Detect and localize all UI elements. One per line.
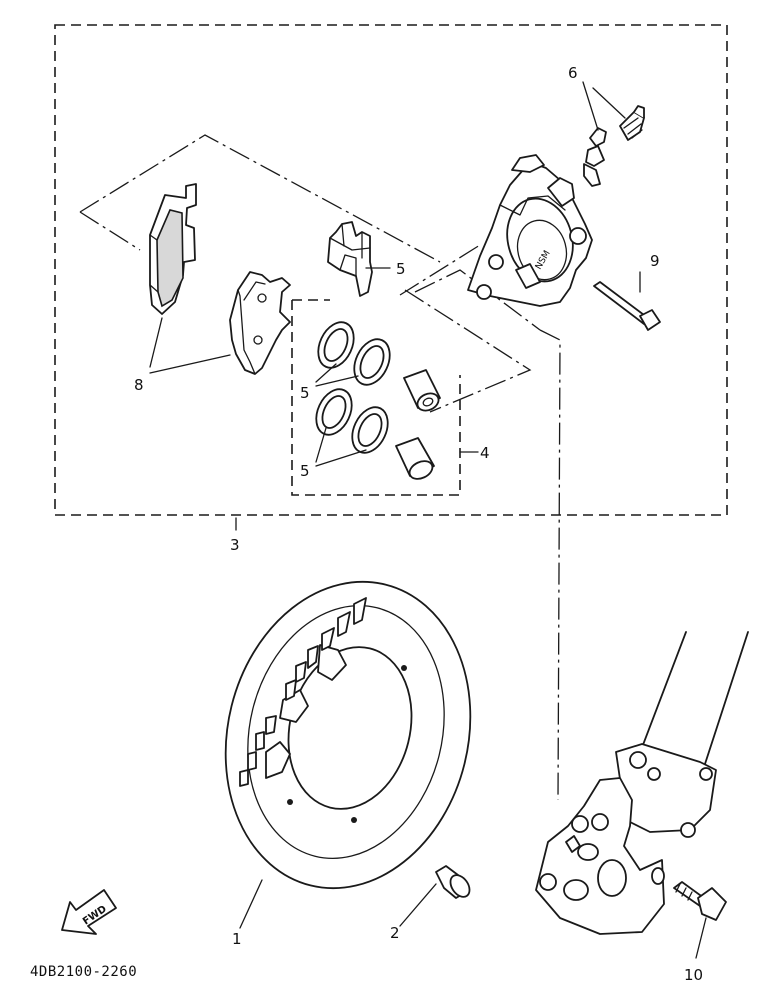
callout-1: 1 [232, 930, 242, 948]
bleed-screw-cap [583, 127, 607, 187]
dust-boot-lower [395, 437, 435, 480]
callout-3: 3 [230, 536, 240, 554]
pad-support-clip [327, 221, 373, 297]
caliper-assembly-boundary [54, 24, 728, 516]
callout-5-lower: 5 [300, 462, 310, 480]
callout-8: 8 [134, 376, 144, 394]
brake-pad-outer [229, 271, 291, 375]
drawing-code: 4DB2100-2260 [30, 964, 137, 980]
leader-lines [149, 81, 707, 959]
guide-line [79, 134, 441, 263]
seal-kit-boundary [291, 300, 461, 496]
callout-4: 4 [480, 444, 490, 462]
bleed-screw [619, 105, 645, 141]
piston-seal-lower-right [351, 406, 389, 454]
caliper-bolt [673, 881, 727, 921]
piston-seal-lower-left [315, 388, 353, 436]
front-fork-leg [535, 631, 749, 935]
callout-7: 6 [568, 64, 578, 82]
callout-6: 5 [396, 260, 406, 278]
callout-10: 10 [684, 966, 703, 984]
brake-caliper-body: NSM [467, 154, 593, 307]
brake-pad-inner [149, 183, 197, 315]
disc-bolt [435, 865, 471, 899]
dust-boot-upper [403, 369, 441, 412]
brake-disc [224, 580, 472, 890]
forward-direction-arrow: FWD [61, 889, 117, 935]
pad-pin [593, 281, 661, 331]
piston-seal-upper-right [353, 338, 391, 386]
callout-2: 2 [390, 924, 400, 942]
callout-5-upper: 5 [300, 384, 310, 402]
callout-9: 9 [650, 252, 660, 270]
piston-seal-upper-left [317, 321, 355, 369]
